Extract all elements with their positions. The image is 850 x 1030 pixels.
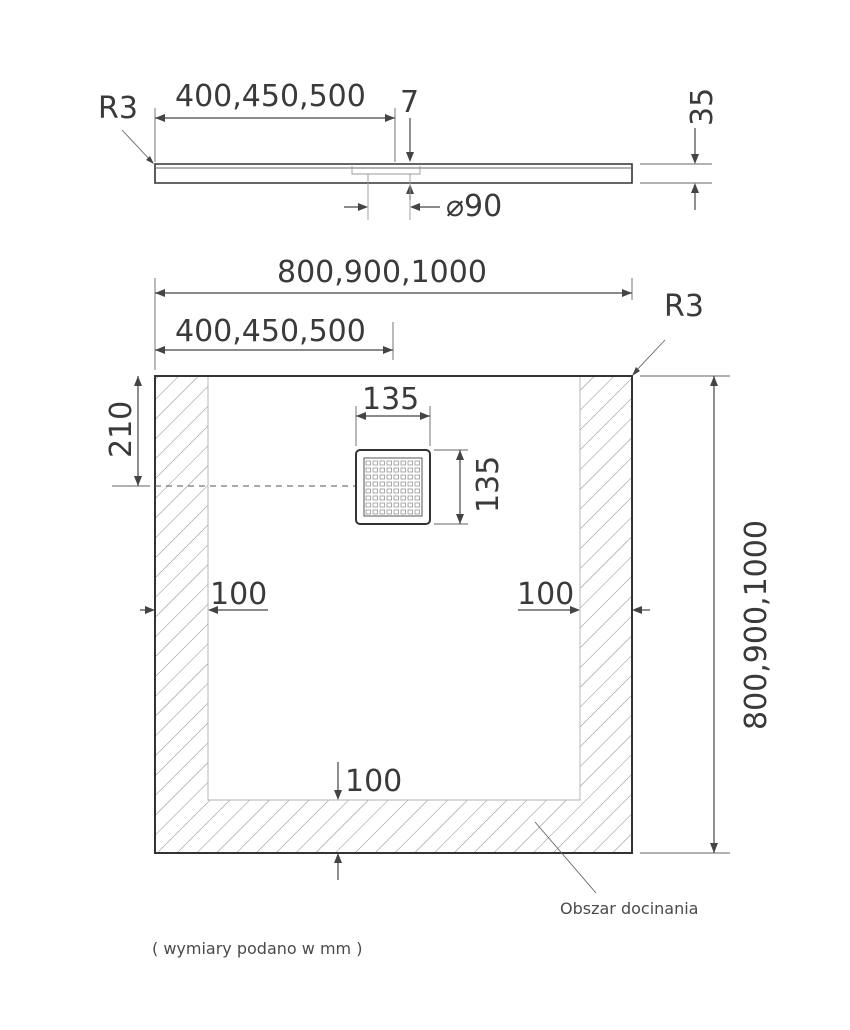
grate-hole bbox=[386, 495, 392, 501]
grate-hole bbox=[407, 481, 413, 487]
grate-hole bbox=[379, 474, 385, 480]
grate-hole bbox=[379, 502, 385, 508]
tray-outline bbox=[154, 375, 633, 854]
drain-height-label: 135 bbox=[471, 456, 506, 513]
grate-hole bbox=[365, 474, 371, 480]
grate-hole bbox=[379, 509, 385, 515]
grate-hole bbox=[400, 467, 406, 473]
grate-hole bbox=[407, 467, 413, 473]
grate-hole bbox=[372, 502, 378, 508]
grate-hole bbox=[407, 509, 413, 515]
grate-hole bbox=[414, 474, 420, 480]
grate-holes bbox=[365, 460, 420, 515]
grate-hole bbox=[379, 488, 385, 494]
grate-hole bbox=[386, 481, 392, 487]
grate-hole bbox=[393, 474, 399, 480]
grate-hole bbox=[372, 488, 378, 494]
grate-hole bbox=[365, 467, 371, 473]
grate-hole bbox=[414, 488, 420, 494]
drain-diameter-label: ⌀90 bbox=[446, 189, 502, 224]
grate-hole bbox=[365, 509, 371, 515]
trim-right-label: 100 bbox=[517, 577, 574, 612]
top-view: 800,900,1000 400,450,500 R3 210 bbox=[104, 255, 774, 918]
drain-offset-label-top: 400,450,500 bbox=[175, 314, 366, 349]
grate-hole bbox=[372, 474, 378, 480]
grate-hole bbox=[393, 495, 399, 501]
grate-hole bbox=[365, 495, 371, 501]
grate-hole bbox=[407, 495, 413, 501]
radius-leader-side bbox=[121, 129, 153, 163]
grate-hole bbox=[365, 502, 371, 508]
grate-hole bbox=[372, 467, 378, 473]
grate-hole bbox=[393, 502, 399, 508]
grate-hole bbox=[372, 509, 378, 515]
grate-hole bbox=[414, 467, 420, 473]
grate-hole bbox=[379, 495, 385, 501]
grate-hole bbox=[407, 488, 413, 494]
grate-hole bbox=[386, 474, 392, 480]
drain-width-label: 135 bbox=[362, 382, 419, 417]
width-label: 800,900,1000 bbox=[277, 255, 487, 290]
grate-hole bbox=[386, 460, 392, 466]
grate-hole bbox=[414, 481, 420, 487]
grate-hole bbox=[393, 488, 399, 494]
grate-hole bbox=[379, 481, 385, 487]
grate-hole bbox=[407, 474, 413, 480]
grate-hole bbox=[372, 495, 378, 501]
grate-hole bbox=[400, 509, 406, 515]
grate-hole bbox=[365, 460, 371, 466]
grate-hole bbox=[393, 460, 399, 466]
trim-area bbox=[155, 376, 632, 853]
grate-hole bbox=[400, 481, 406, 487]
grate-hole bbox=[386, 502, 392, 508]
grate-hole bbox=[414, 495, 420, 501]
drain-from-top-label: 210 bbox=[104, 401, 139, 458]
trim-bottom-label: 100 bbox=[345, 764, 402, 799]
trim-area-label: Obszar docinania bbox=[560, 899, 698, 918]
radius-label-top: R3 bbox=[664, 289, 704, 324]
grate-hole bbox=[372, 481, 378, 487]
grate-hole bbox=[400, 488, 406, 494]
trim-area-leader bbox=[534, 821, 597, 894]
trim-left-label: 100 bbox=[210, 577, 267, 612]
depth-label: 800,900,1000 bbox=[739, 520, 774, 730]
radius-leader-top bbox=[633, 339, 666, 374]
grate-hole bbox=[407, 502, 413, 508]
grate-hole bbox=[386, 509, 392, 515]
grate-hole bbox=[407, 460, 413, 466]
drain-depth-label: 7 bbox=[400, 85, 419, 120]
drain-grate bbox=[355, 449, 431, 525]
drain-offset-label-side: 400,450,500 bbox=[175, 79, 366, 114]
tray-profile bbox=[154, 163, 633, 184]
grate-hole bbox=[365, 488, 371, 494]
grate-hole bbox=[400, 474, 406, 480]
grate-hole bbox=[414, 502, 420, 508]
grate-hole bbox=[414, 460, 420, 466]
grate-hole bbox=[414, 509, 420, 515]
radius-label-side: R3 bbox=[98, 91, 138, 126]
grate-hole bbox=[386, 488, 392, 494]
grate-hole bbox=[386, 467, 392, 473]
units-footnote: ( wymiary podano w mm ) bbox=[152, 939, 362, 958]
grate-hole bbox=[365, 481, 371, 487]
height-label: 35 bbox=[685, 88, 720, 126]
side-view: R3 400,450,500 7 ⌀90 35 bbox=[98, 79, 720, 224]
grate-hole bbox=[400, 460, 406, 466]
grate-hole bbox=[400, 495, 406, 501]
grate-hole bbox=[379, 460, 385, 466]
grate-hole bbox=[372, 460, 378, 466]
grate-hole bbox=[393, 509, 399, 515]
grate-hole bbox=[379, 467, 385, 473]
grate-hole bbox=[393, 467, 399, 473]
grate-hole bbox=[400, 502, 406, 508]
grate-hole bbox=[393, 481, 399, 487]
